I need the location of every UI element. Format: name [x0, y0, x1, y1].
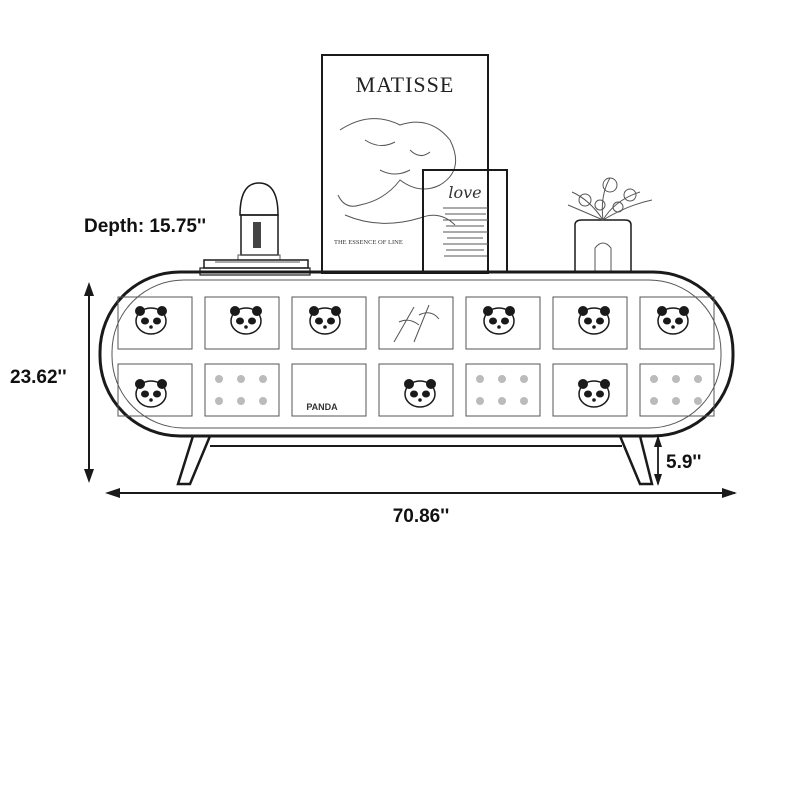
paw-print-icon [672, 397, 680, 405]
leg-height-dimension-line [654, 435, 662, 486]
leg-height-label: 5.9'' [666, 452, 701, 473]
paw-print-icon [215, 397, 223, 405]
paw-print-icon [476, 397, 484, 405]
drawer [378, 296, 454, 350]
height-label: 23.62'' [10, 367, 67, 388]
paw-print-icon [672, 375, 680, 383]
drawer [639, 296, 715, 350]
paw-print-icon [520, 375, 528, 383]
panda-icon [230, 306, 262, 335]
love-card: love [422, 169, 508, 273]
matisse-poster: MATISSE THE ESSENCE OF LINE [321, 54, 489, 274]
paw-print-icon [215, 375, 223, 383]
paw-print-icon [694, 375, 702, 383]
card-title: love [448, 183, 481, 202]
paw-print-icon [694, 397, 702, 405]
paw-print-icon [650, 397, 658, 405]
width-label: 70.86'' [393, 506, 450, 527]
width-dimension-line [105, 488, 737, 498]
cabinet-legs [176, 435, 654, 486]
cabinet-body [98, 270, 735, 438]
drawer [639, 363, 715, 417]
drawer [465, 296, 541, 350]
drawer-logo: PANDA [306, 402, 338, 412]
poster-subtitle: THE ESSENCE OF LINE [334, 239, 403, 246]
paw-print-icon [650, 375, 658, 383]
paw-print-icon [520, 397, 528, 405]
paw-print-icon [476, 375, 484, 383]
panda-icon [578, 306, 610, 335]
panda-icon [404, 379, 436, 408]
drawer [204, 296, 280, 350]
paw-print-icon [237, 397, 245, 405]
paw-print-icon [498, 375, 506, 383]
drawer [117, 296, 193, 350]
panda-icon [483, 306, 515, 335]
paw-print-icon [237, 375, 245, 383]
panda-icon [135, 379, 167, 408]
drawer [378, 363, 454, 417]
panda-icon [657, 306, 689, 335]
panda-icon [135, 306, 167, 335]
drawer-grid [117, 296, 715, 417]
panda-icon [578, 379, 610, 408]
depth-label: Depth: 15.75'' [84, 216, 206, 237]
bamboo-icon [393, 304, 440, 343]
paw-print-icon [259, 375, 267, 383]
drawer [117, 363, 193, 417]
drawer [552, 363, 628, 417]
paw-print-icon [498, 397, 506, 405]
height-dimension-line [84, 282, 94, 483]
drawer [291, 363, 367, 417]
drawer [291, 296, 367, 350]
panda-icon [309, 306, 341, 335]
paw-print-icon [259, 397, 267, 405]
drawer [204, 363, 280, 417]
drawer [465, 363, 541, 417]
lamp-decor [237, 182, 281, 261]
drawer [552, 296, 628, 350]
vase-plant-decor [567, 177, 653, 272]
poster-title: MATISSE [356, 72, 455, 97]
